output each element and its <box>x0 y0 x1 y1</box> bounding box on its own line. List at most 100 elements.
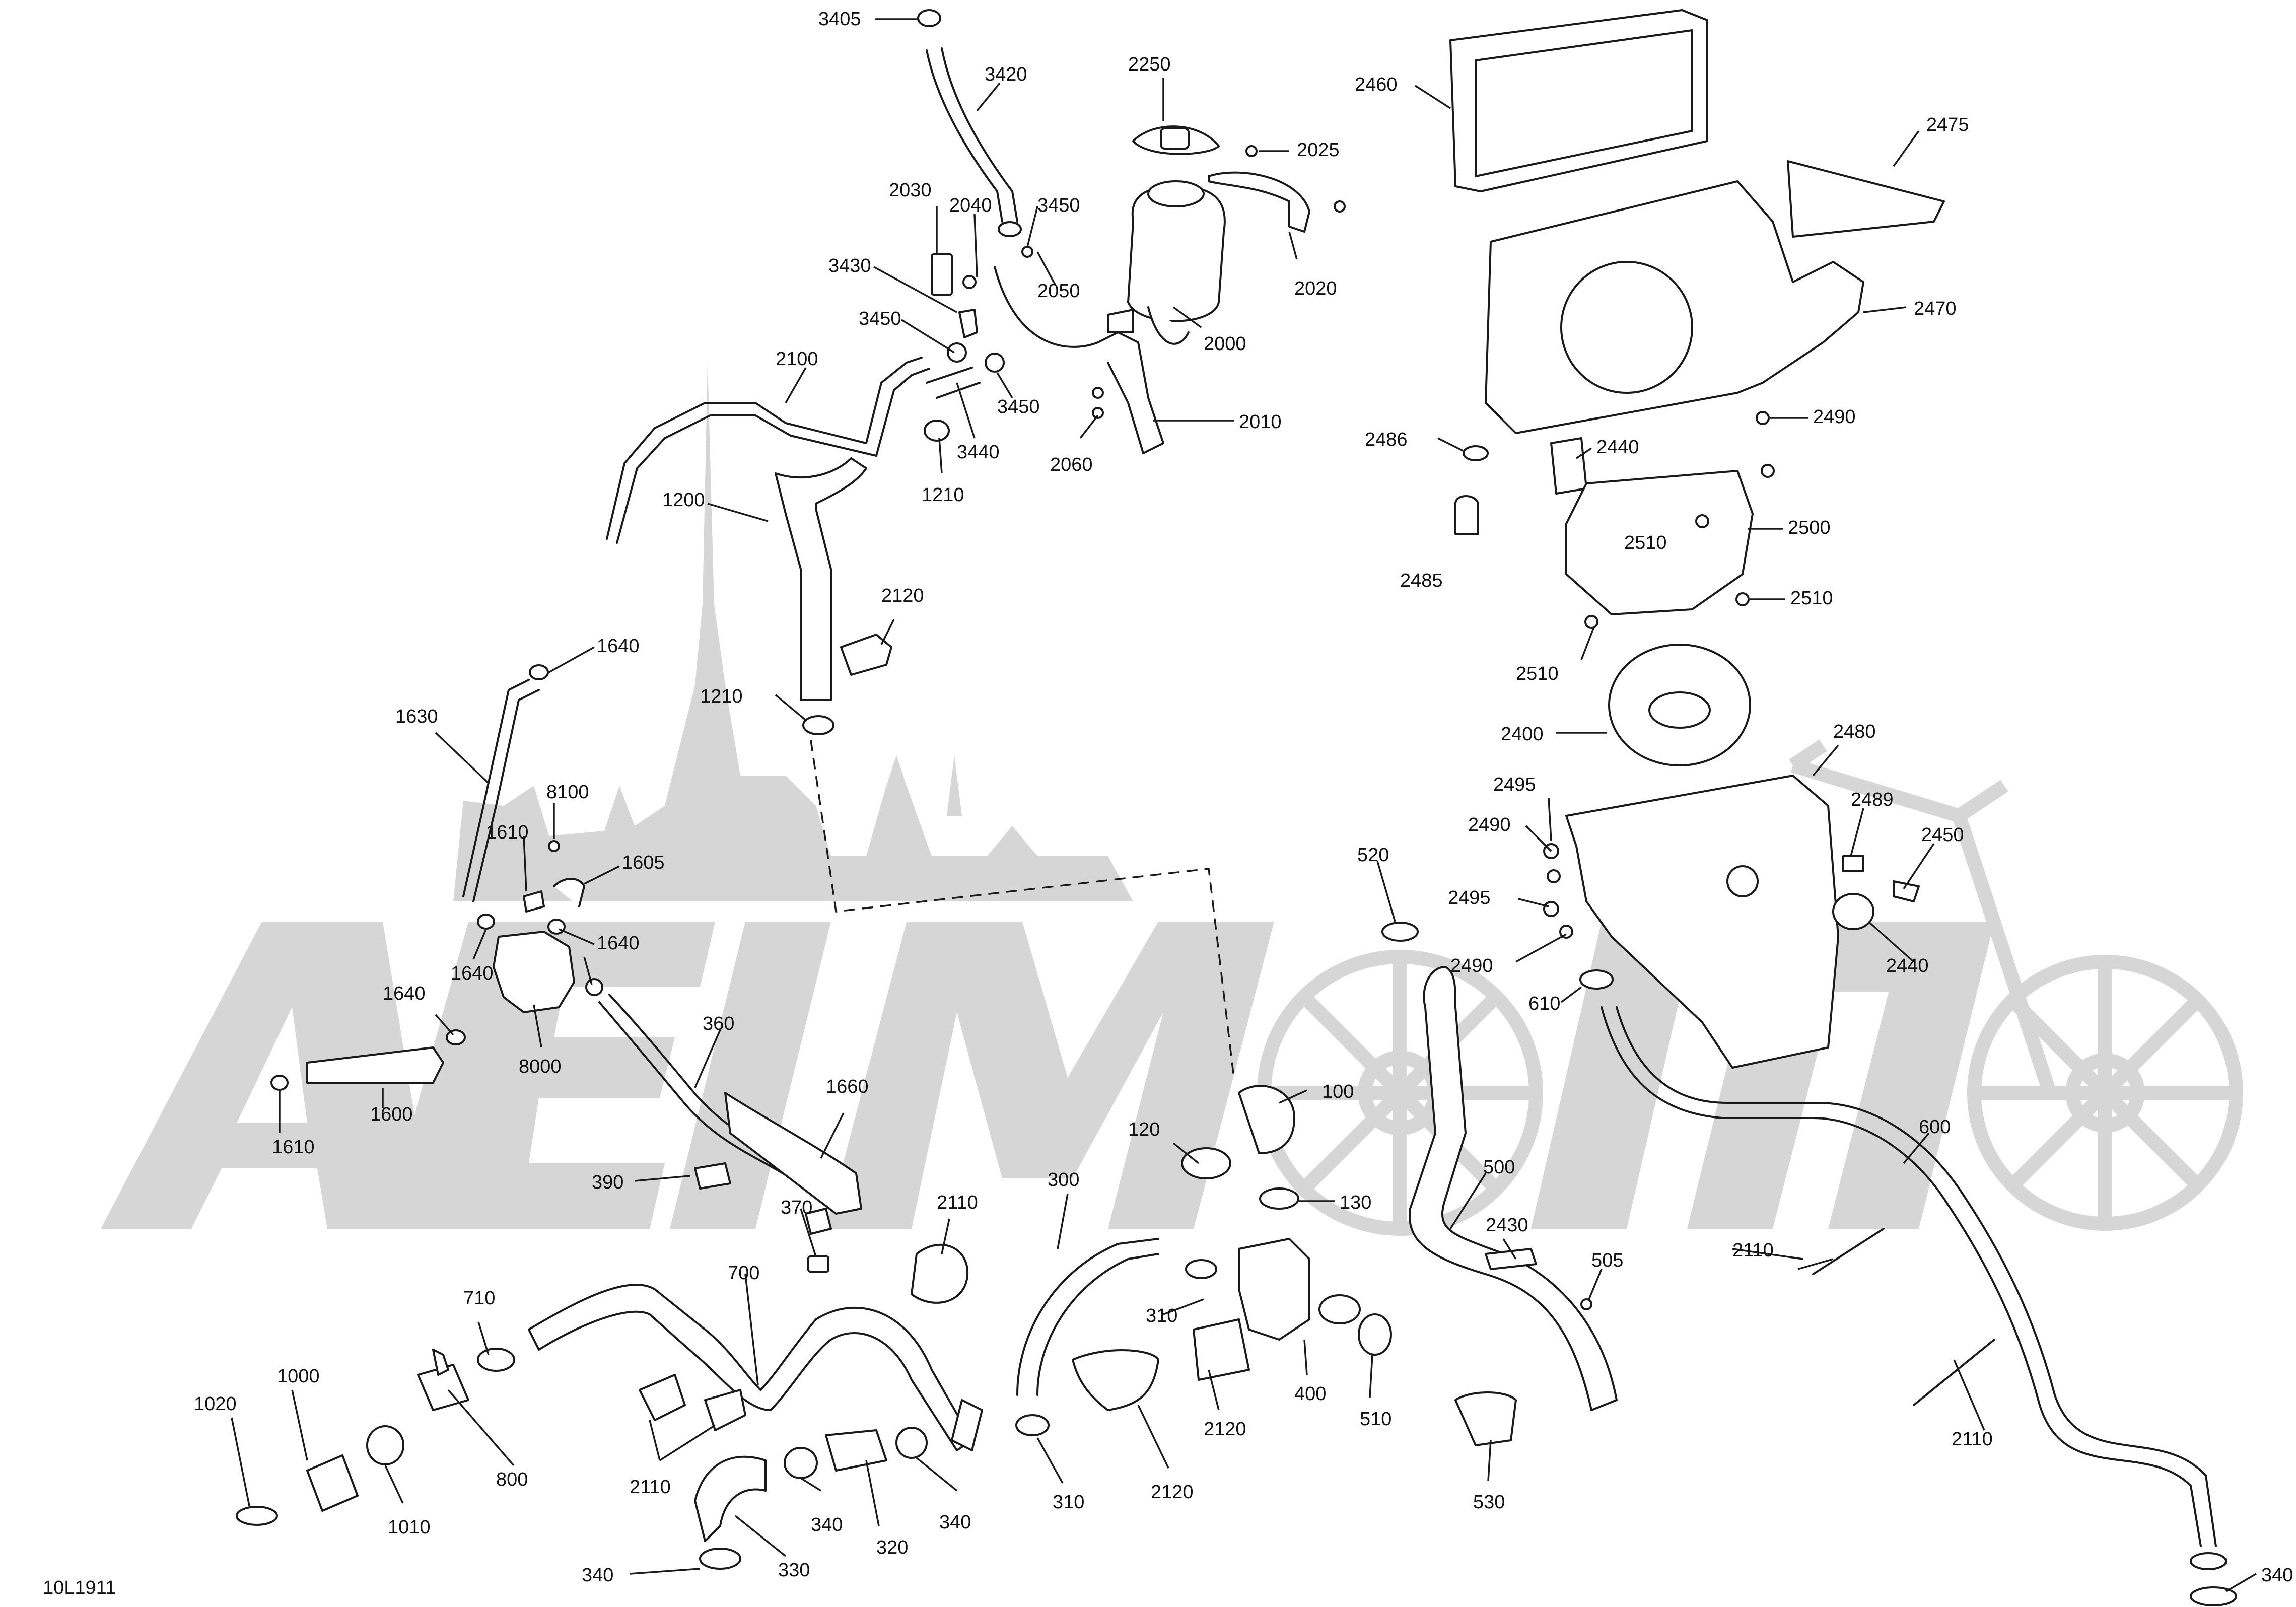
callout-2000: 2000 <box>1204 333 1246 355</box>
callout-2495: 2495 <box>1448 887 1491 909</box>
callout-2030: 2030 <box>889 180 932 201</box>
callout-labels: 3405 3420 2250 2025 2460 2475 2030 2040 … <box>194 9 2293 1586</box>
callout-300: 300 <box>1048 1169 1079 1191</box>
hose-1200 <box>775 457 892 735</box>
callout-2430: 2430 <box>1486 1215 1528 1236</box>
callout-1210: 1210 <box>700 686 743 707</box>
callout-2486: 2486 <box>1365 429 1408 450</box>
overflow-hose-2100 <box>606 357 930 544</box>
callout-2460: 2460 <box>1355 74 1398 95</box>
callout-2010: 2010 <box>1239 411 1282 433</box>
callout-1640: 1640 <box>597 933 640 954</box>
callout-1640: 1640 <box>597 636 640 657</box>
callout-8000: 8000 <box>519 1056 562 1077</box>
callout-2400: 2400 <box>1501 724 1544 745</box>
callout-340: 340 <box>2261 1565 2293 1586</box>
callout-1660: 1660 <box>826 1076 869 1097</box>
callout-2490: 2490 <box>1468 814 1511 835</box>
callout-360: 360 <box>703 1013 734 1034</box>
callout-2120: 2120 <box>881 585 924 606</box>
callout-510: 510 <box>1360 1409 1391 1430</box>
lower-left-hoses <box>236 1243 983 1570</box>
callout-340: 340 <box>582 1565 613 1586</box>
callout-2440: 2440 <box>1596 437 1639 458</box>
callout-3450: 3450 <box>997 396 1040 417</box>
callout-2110: 2110 <box>937 1192 978 1213</box>
figure-code: 10L1911 <box>43 1577 116 1598</box>
callout-2100: 2100 <box>776 348 818 370</box>
callout-2490: 2490 <box>1813 406 1856 428</box>
callout-2060: 2060 <box>1050 454 1093 475</box>
callout-1630: 1630 <box>395 706 438 727</box>
callout-130: 130 <box>1340 1192 1371 1213</box>
callout-500: 500 <box>1483 1157 1515 1178</box>
callout-2450: 2450 <box>1921 824 1964 846</box>
callout-2500: 2500 <box>1788 517 1831 538</box>
callout-3430: 3430 <box>828 255 871 276</box>
callout-370: 370 <box>781 1197 812 1218</box>
callout-320: 320 <box>876 1537 908 1558</box>
callout-2495: 2495 <box>1493 774 1536 795</box>
callout-2510: 2510 <box>1790 588 1833 609</box>
callout-2475: 2475 <box>1926 114 1969 135</box>
watermark <box>101 363 2243 1236</box>
callout-2440: 2440 <box>1886 955 1929 976</box>
callout-2040: 2040 <box>949 195 992 216</box>
callout-1640: 1640 <box>383 983 426 1004</box>
callout-100: 100 <box>1322 1081 1354 1102</box>
assembly-line <box>810 740 1235 1078</box>
callout-2250: 2250 <box>1128 54 1171 75</box>
callout-2510: 2510 <box>1624 532 1667 553</box>
callout-1600: 1600 <box>370 1104 413 1125</box>
callout-330: 330 <box>778 1560 810 1581</box>
callout-310: 310 <box>1146 1305 1177 1326</box>
callout-600: 600 <box>1919 1116 1951 1138</box>
callout-3405: 3405 <box>818 9 861 30</box>
callout-700: 700 <box>728 1263 759 1284</box>
callout-530: 530 <box>1473 1492 1505 1513</box>
callout-2025: 2025 <box>1297 139 1340 161</box>
callout-2110: 2110 <box>1952 1429 1993 1450</box>
radiator-assembly <box>1381 9 1945 1069</box>
callout-2489: 2489 <box>1851 789 1894 810</box>
callout-610: 610 <box>1528 993 1560 1014</box>
callout-2510: 2510 <box>1516 663 1559 684</box>
callout-120: 120 <box>1128 1119 1160 1140</box>
callout-1010: 1010 <box>388 1517 431 1538</box>
callout-310: 310 <box>1053 1492 1084 1513</box>
callout-1610: 1610 <box>486 822 529 843</box>
callout-2480: 2480 <box>1833 721 1876 742</box>
callout-2485: 2485 <box>1400 570 1443 591</box>
callout-390: 390 <box>592 1172 623 1193</box>
callout-3420: 3420 <box>985 64 1027 85</box>
callout-2470: 2470 <box>1914 298 1957 319</box>
callout-2050: 2050 <box>1037 281 1080 302</box>
callout-2020: 2020 <box>1294 278 1337 299</box>
callout-1000: 1000 <box>277 1366 320 1387</box>
callout-3450: 3450 <box>1037 195 1080 216</box>
leader-lines <box>231 18 2257 1592</box>
callout-800: 800 <box>496 1469 528 1490</box>
callout-1020: 1020 <box>194 1393 237 1415</box>
callout-3450: 3450 <box>859 308 901 329</box>
expansion-tank-group <box>917 9 1346 454</box>
callout-520: 520 <box>1357 845 1389 866</box>
callout-710: 710 <box>463 1288 495 1309</box>
callout-1210: 1210 <box>922 484 964 506</box>
callout-2110: 2110 <box>1732 1240 1774 1261</box>
callout-505: 505 <box>1591 1250 1623 1271</box>
callout-340: 340 <box>939 1512 971 1533</box>
callout-400: 400 <box>1294 1383 1326 1405</box>
callout-1640: 1640 <box>451 963 494 984</box>
callout-2120: 2120 <box>1151 1482 1194 1503</box>
callout-1605: 1605 <box>622 852 665 873</box>
callout-2110: 2110 <box>630 1477 671 1498</box>
callout-1610: 1610 <box>272 1137 315 1158</box>
callout-1200: 1200 <box>662 490 705 511</box>
water-pump-group <box>1015 966 2237 1606</box>
callout-2490: 2490 <box>1450 955 1493 976</box>
callout-2120: 2120 <box>1204 1419 1246 1440</box>
callout-340: 340 <box>811 1514 843 1535</box>
callout-8100: 8100 <box>546 782 589 803</box>
